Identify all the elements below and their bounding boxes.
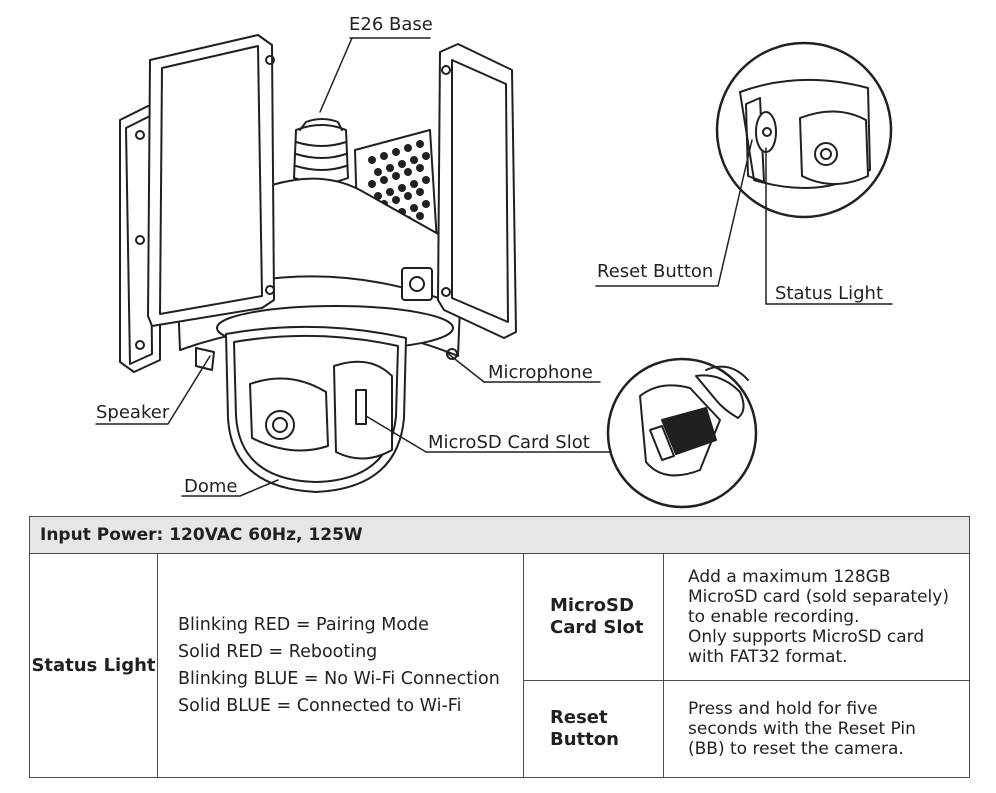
left-front-panel: [147, 34, 275, 327]
spec-table: Input Power: 120VAC 60Hz, 125W Status Li…: [28, 516, 971, 778]
status-line: Solid RED = Rebooting: [178, 641, 378, 662]
camera-illustration: [95, 34, 893, 509]
microsd-card-slot-label: MicroSD Card Slot: [523, 553, 664, 681]
leader-lines: [95, 37, 893, 497]
callout-status-light: Status Light: [775, 283, 883, 304]
callout-e26-base: E26 Base: [349, 14, 433, 35]
input-power-header: Input Power: 120VAC 60Hz, 125W: [28, 516, 971, 554]
reset-button-label: Reset Button: [523, 680, 664, 778]
microsd-inset: [606, 357, 758, 509]
status-line: Solid BLUE = Connected to Wi-Fi: [178, 695, 462, 716]
status-line: Blinking BLUE = No Wi-Fi Connection: [178, 668, 500, 689]
status-light-inset: [715, 41, 893, 219]
callout-dome: Dome: [184, 476, 238, 497]
right-front-panel: [437, 43, 517, 339]
dome: [225, 325, 407, 493]
speaker-bracket: [195, 347, 458, 371]
callout-microsd-card-slot: MicroSD Card Slot: [428, 432, 590, 453]
callout-reset-button: Reset Button: [597, 261, 714, 282]
callout-microphone: Microphone: [488, 362, 593, 383]
status-line: Blinking RED = Pairing Mode: [178, 614, 429, 635]
e26-base: [293, 118, 349, 184]
status-light-description: Blinking RED = Pairing Mode Solid RED = …: [157, 553, 524, 778]
microsd-description: Add a maximum 128GB MicroSD card (sold s…: [662, 553, 971, 681]
status-light-label: Status Light: [29, 553, 158, 778]
reset-description: Press and hold for five seconds with the…: [662, 680, 971, 778]
callout-speaker: Speaker: [96, 402, 170, 423]
